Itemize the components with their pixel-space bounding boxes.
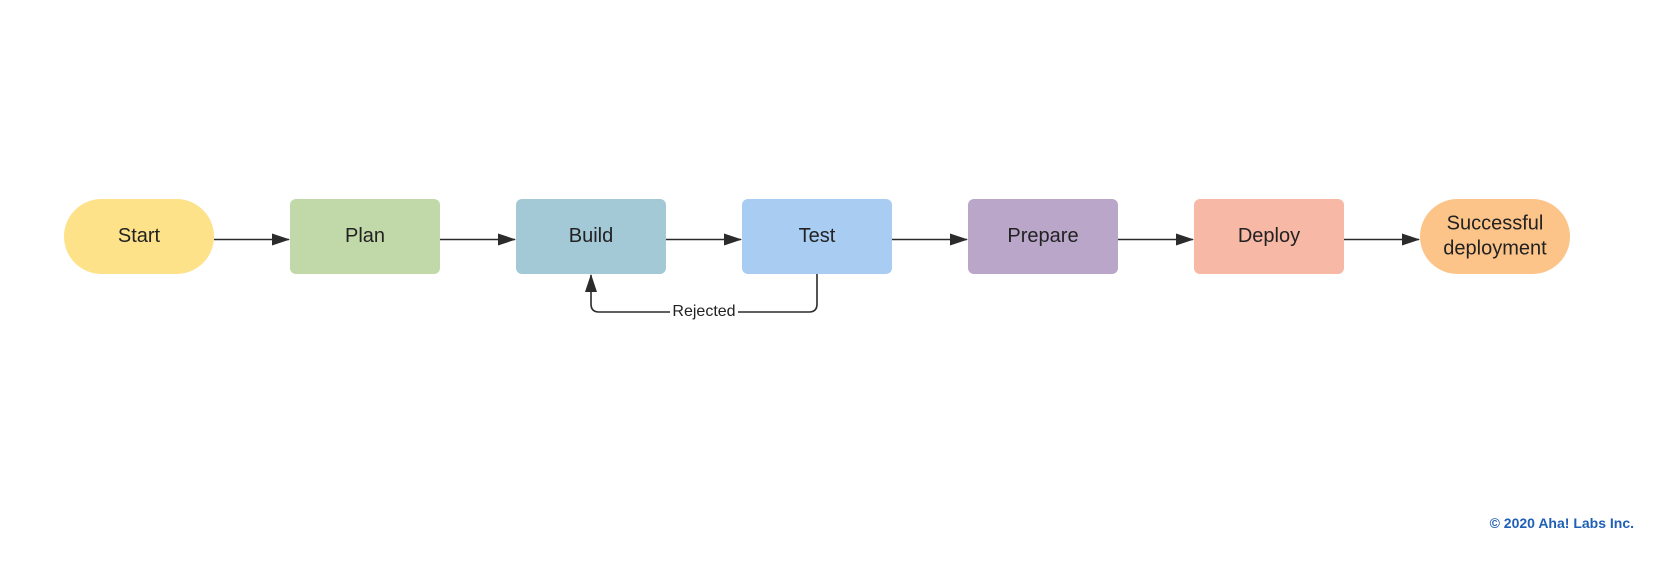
node-prepare-shape	[968, 199, 1118, 274]
nodes: Start Plan Build Test Prepare Deploy Successfu…	[64, 199, 1570, 274]
node-prepare-label: Prepare	[1007, 225, 1078, 247]
node-start-shape	[64, 199, 214, 274]
node-prepare: Prepare	[968, 199, 1118, 274]
edges: Rejected	[214, 233, 1420, 323]
node-success-label: deployment	[1443, 237, 1547, 259]
node-start: Start	[64, 199, 214, 274]
node-success: Successful deployment	[1420, 199, 1570, 274]
node-build-shape	[516, 199, 666, 274]
node-success-label: Successful	[1447, 212, 1544, 234]
node-test: Test	[742, 199, 892, 274]
node-plan-label: Plan	[345, 225, 385, 247]
node-test-shape	[742, 199, 892, 274]
node-plan-shape	[290, 199, 440, 274]
node-success-shape	[1420, 199, 1570, 274]
edge-label-rejected: Rejected	[672, 303, 735, 320]
node-deploy-shape	[1194, 199, 1344, 274]
node-deploy-label: Deploy	[1238, 225, 1300, 247]
node-build-label: Build	[569, 225, 613, 247]
node-build: Build	[516, 199, 666, 274]
copyright-text: © 2020 Aha! Labs Inc.	[1489, 515, 1634, 531]
node-deploy: Deploy	[1194, 199, 1344, 274]
node-test-label: Test	[799, 225, 836, 247]
edge-label-background	[670, 301, 738, 323]
node-plan: Plan	[290, 199, 440, 274]
node-start-label: Start	[118, 225, 161, 247]
